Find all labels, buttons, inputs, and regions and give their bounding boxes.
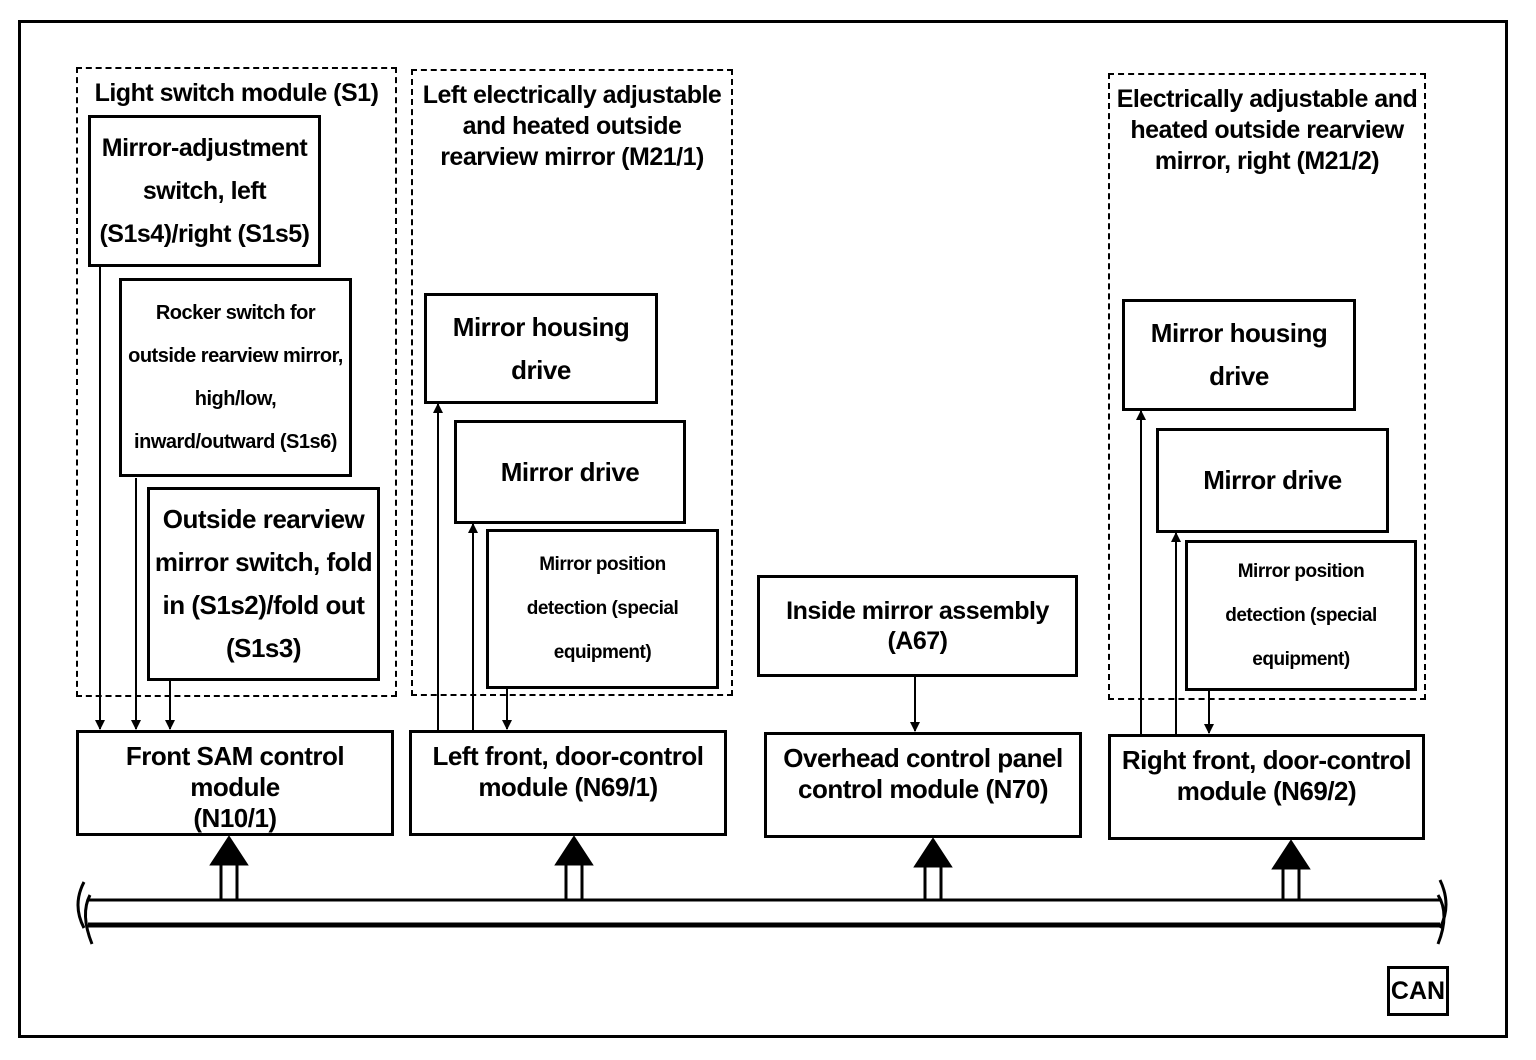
mirror-adjustment-switch: Mirror-adjustment switch, left (S1s4)/ri…	[88, 115, 321, 267]
left-mirror-position-detection: Mirror position detection (special equip…	[486, 529, 719, 689]
right-front-door-control-module: Right front, door-control module (N69/2)	[1108, 734, 1425, 840]
diagram-frame	[18, 20, 1508, 1038]
rocker-switch: Rocker switch for outside rearview mirro…	[119, 278, 352, 477]
right-mirror-drive: Mirror drive	[1156, 428, 1389, 533]
left-mirror-group	[411, 69, 733, 696]
light-switch-module-group	[76, 67, 397, 697]
right-mirror-group	[1108, 73, 1426, 700]
left-mirror-drive: Mirror drive	[454, 420, 686, 524]
outside-mirror-fold-switch: Outside rearview mirror switch, fold in …	[147, 487, 380, 681]
overhead-control-panel-module: Overhead control panel control module (N…	[764, 732, 1082, 838]
left-mirror-title: Left electrically adjustable and heated …	[422, 81, 722, 171]
right-mirror-position-detection: Mirror position detection (special equip…	[1185, 540, 1417, 691]
inside-mirror-assembly: Inside mirror assembly (A67)	[757, 575, 1078, 677]
can-bus	[76, 879, 1448, 945]
left-front-door-control-module: Left front, door-control module (N69/1)	[409, 730, 727, 836]
left-mirror-housing-drive: Mirror housing drive	[424, 293, 658, 404]
right-mirror-housing-drive: Mirror housing drive	[1122, 299, 1356, 411]
can-bus-taps	[209, 835, 1311, 900]
can-bus-label: CAN	[1387, 966, 1449, 1016]
front-sam-control-module: Front SAM control module (N10/1)	[76, 730, 394, 836]
light-switch-module-title: Light switch module (S1)	[94, 79, 379, 107]
right-mirror-title: Electrically adjustable and heated outsi…	[1116, 85, 1418, 175]
